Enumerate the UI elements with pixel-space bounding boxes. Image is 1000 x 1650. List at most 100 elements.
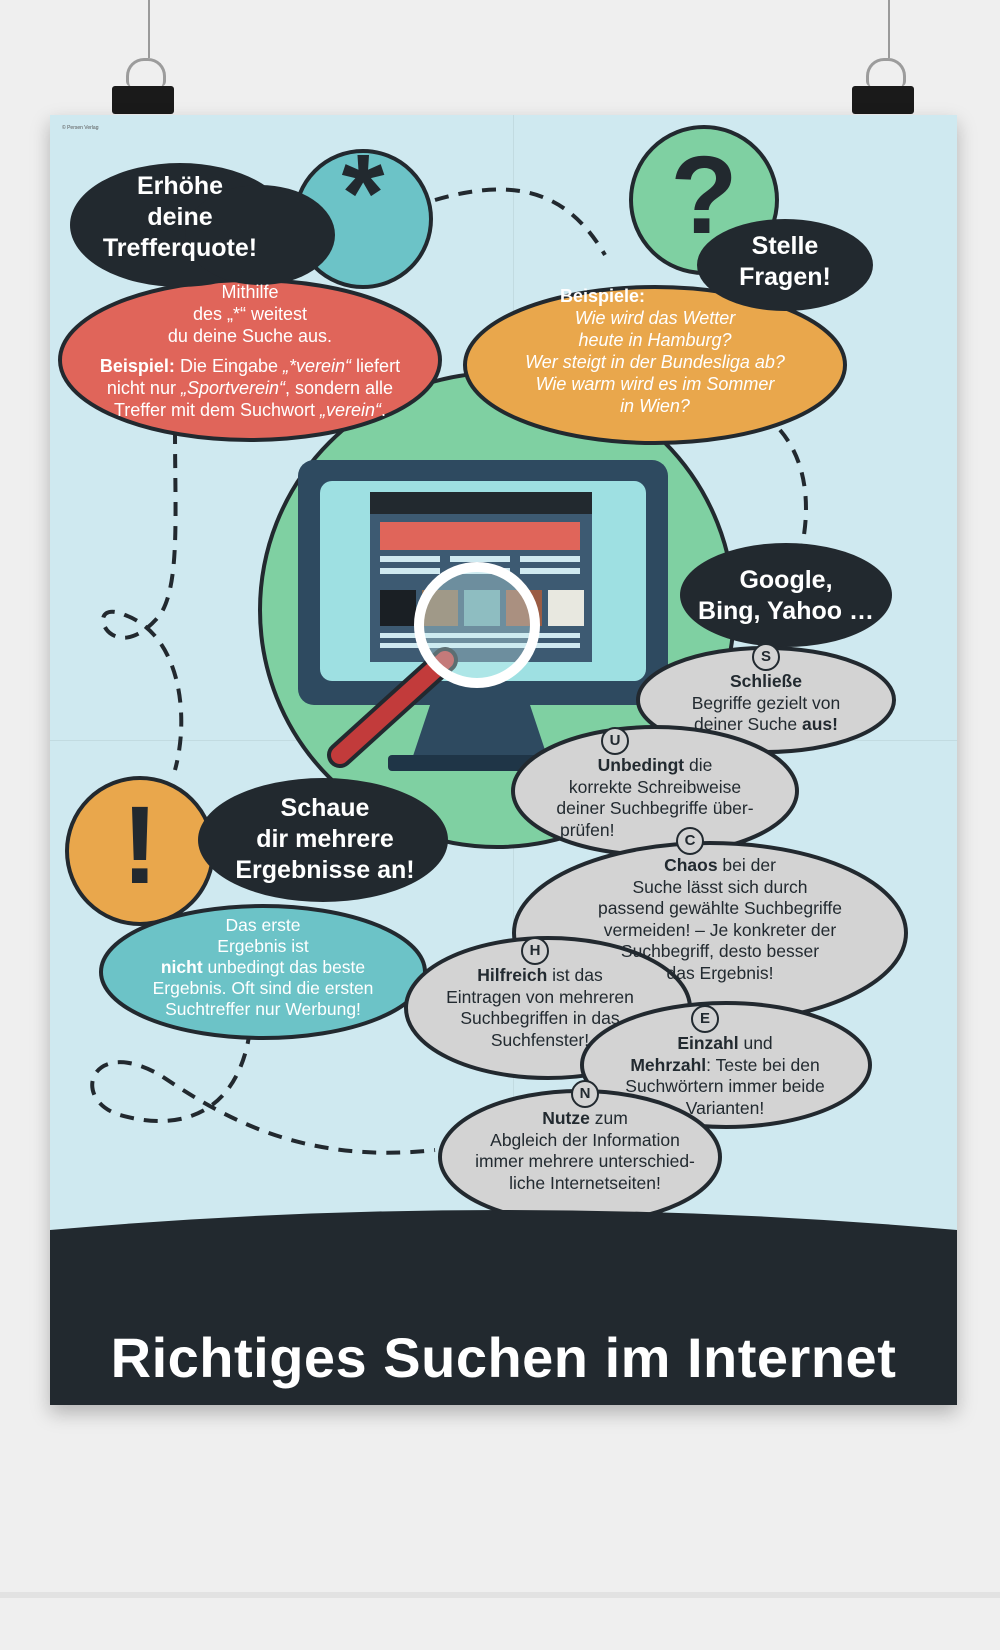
tip-u: U Unbedingt die korrekte Schreibweise de… — [520, 727, 790, 841]
results-heading-line: Schaue — [280, 794, 370, 822]
tip-c: C Chaos bei der Suche lässt sich durch p… — [550, 827, 890, 984]
tip-line: Mehrzahl: Teste bei den — [600, 1055, 850, 1077]
tip-keyword: Einzahl — [677, 1033, 739, 1053]
tip-keyword: Schließe — [730, 671, 802, 691]
tip-line: vermeiden! – Je konkreter der — [603, 919, 837, 940]
tip-n: N Nutze zum Abgleich der Information imm… — [440, 1080, 730, 1194]
hanger-wire-left — [148, 0, 150, 58]
asterisk-heading-line: deine — [147, 203, 213, 231]
asterisk-heading-line: Trefferquote! — [102, 234, 258, 262]
tip-letter-badge: E — [691, 1005, 719, 1033]
tip-letter-badge: S — [752, 643, 780, 671]
tip-text: und — [738, 1033, 773, 1053]
tip-text: ist das — [547, 965, 603, 985]
asterisk-text-line: du deine Suche aus. — [167, 326, 333, 346]
poster: © Persen Verlag — [50, 115, 957, 1405]
tip-line: Unbedingt die — [520, 755, 790, 777]
question-heading: Stelle Fragen! — [710, 231, 860, 293]
engines-heading-line: Bing, Yahoo … — [698, 597, 874, 625]
example-question: Wie wird das Wetter — [574, 308, 736, 328]
tip-letter-badge: U — [601, 727, 629, 755]
example-question: Wie warm wird es im Sommer — [535, 374, 775, 394]
tip-clouds — [404, 646, 908, 1225]
tip-letter-badge: H — [521, 937, 549, 965]
tip-line: prüfen! — [560, 819, 615, 840]
binder-clip-left-icon — [112, 58, 174, 114]
asterisk-example-line: Beispiel: Die Eingabe „*verein“ liefert — [80, 355, 420, 377]
tip-text: zum — [589, 1108, 628, 1128]
results-text-line: Ergebnis ist — [217, 936, 309, 956]
tip-line: Hilfreich ist das — [420, 965, 660, 987]
tip-line: Einzahl und — [600, 1033, 850, 1055]
tip-text: deiner Suche — [694, 714, 802, 734]
example-question: heute in Hamburg? — [578, 330, 732, 350]
tip-keyword: Unbedingt — [597, 755, 685, 775]
tip-line: Suchbegriff, desto besser — [620, 941, 820, 961]
asterisk-example-line: nicht nur „Sportverein“, sondern alle — [80, 377, 420, 399]
results-bold-word: nicht — [160, 957, 203, 977]
tip-e: E Einzahl und Mehrzahl: Teste bei den Su… — [600, 1005, 850, 1119]
tip-letter-badge: N — [571, 1080, 599, 1108]
cloud-dark-results — [198, 778, 448, 902]
cloud-orange — [463, 285, 847, 445]
tip-line: deiner Suchbegriffe über- — [556, 798, 754, 818]
tip-line: Suchfenster! — [490, 1029, 590, 1050]
poster-title: Richtiges Suchen im Internet — [110, 1326, 897, 1389]
results-text: Das erste Ergebnis ist nicht unbedingt d… — [110, 915, 416, 1020]
example-text: liefert — [351, 356, 401, 376]
wall-baseboard — [0, 1592, 1000, 1598]
asterisk-heading-line: Erhöhe — [136, 172, 224, 200]
asterisk-heading: Erhöhe deine Trefferquote! — [90, 171, 270, 264]
tip-line: Varianten! — [685, 1097, 765, 1118]
dashed-paths — [90, 187, 808, 1155]
results-text-line: nicht unbedingt das beste — [110, 957, 416, 978]
results-text-line: Das erste — [225, 915, 301, 935]
asterisk-text-line: Mithilfe — [221, 282, 279, 302]
tip-line: Eintragen von mehreren — [446, 986, 634, 1007]
question-examples: Beispiele: Wie wird das Wetter heute in … — [490, 285, 820, 417]
copyright-note: © Persen Verlag — [62, 125, 99, 131]
asterisk-text: Mithilfe des „*“ weitest du deine Suche … — [80, 281, 420, 421]
tip-line: Suchwörtern immer beide — [625, 1076, 825, 1096]
results-heading: Schaue dir mehrere Ergebnisse an! — [210, 793, 440, 886]
tip-line: immer mehrere unterschied- — [475, 1151, 695, 1171]
tip-line: Nutze zum — [440, 1108, 730, 1130]
cloud-dark-asterisk — [70, 163, 335, 287]
asterisk-icon: * — [341, 132, 385, 255]
cloud-dark-question — [697, 219, 873, 311]
asterisk-text-line: des „*“ weitest — [192, 304, 308, 324]
results-heading-line: Ergebnisse an! — [235, 856, 415, 884]
tip-line: Suchbegriffen in das — [460, 1008, 620, 1028]
tip-line: korrekte Schreibweise — [568, 776, 742, 797]
tip-text: die — [684, 755, 713, 775]
tip-h: H Hilfreich ist das Eintragen von mehrer… — [420, 937, 660, 1051]
results-heading-line: dir mehrere — [256, 825, 394, 853]
tip-s: S Schließe Begriffe gezielt von deiner S… — [646, 643, 886, 736]
tip-keyword: Mehrzahl — [630, 1054, 707, 1075]
tip-line: passend gewählte Suchbegriffe — [598, 898, 842, 918]
examples-label: Beispiele: — [560, 286, 646, 306]
tip-line: Abgleich der Information — [490, 1129, 680, 1150]
asterisk-example-line: Treffer mit dem Suchwort „verein“. — [80, 399, 420, 421]
example-question: in Wien? — [620, 396, 690, 416]
tip-line: Begriffe gezielt von — [691, 692, 841, 713]
example-term: „*verein“ — [283, 356, 352, 376]
tip-line: liche Internetseiten! — [509, 1172, 661, 1193]
example-text: Die Eingabe — [174, 356, 284, 376]
cloud-dark-engines — [680, 543, 892, 647]
question-heading-line: Fragen! — [739, 263, 831, 291]
results-text-span: unbedingt das beste — [202, 957, 366, 977]
binder-clip-right-icon — [852, 58, 914, 114]
exclamation-mark-icon: ! — [121, 784, 159, 907]
tip-letter-badge: C — [676, 827, 704, 855]
example-label: Beispiel: — [99, 356, 175, 376]
tip-line: Chaos bei der — [550, 855, 890, 877]
tip-line: deiner Suche aus! — [646, 714, 886, 736]
tip-keyword: Chaos — [664, 855, 718, 875]
tip-line: Suche lässt sich durch — [632, 876, 808, 897]
example-text: . — [381, 400, 387, 420]
example-term: „verein“ — [320, 400, 382, 420]
results-text-line: Ergebnis. Oft sind die ersten — [152, 978, 374, 998]
engines-heading-line: Google, — [739, 566, 833, 594]
tip-text: bei der — [717, 855, 776, 875]
